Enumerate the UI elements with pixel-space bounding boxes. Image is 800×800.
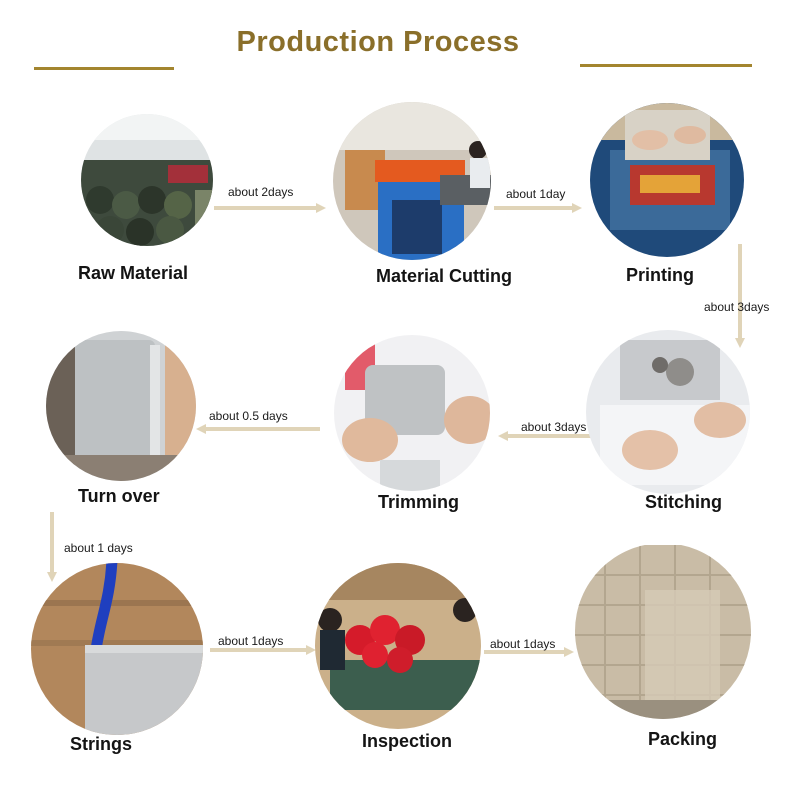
step-label-trimming: Trimming (378, 492, 460, 512)
raw-material-photo (81, 114, 213, 246)
duration-trimming-to-turnover: about 0.5 days (209, 409, 288, 423)
stitching-photo (586, 330, 750, 494)
step-label-packing: Packing (648, 729, 718, 749)
material-cutting-photo (333, 102, 491, 260)
step-label-material-cutting: Material Cutting (376, 266, 513, 286)
inspection-photo (315, 563, 481, 729)
step-label-strings: Strings (70, 734, 133, 754)
packing-photo (575, 545, 751, 719)
turn-over-photo (46, 331, 196, 481)
duration-turnover-to-strings: about 1 days (64, 541, 133, 555)
step-label-stitching: Stitching (645, 492, 722, 512)
duration-cutting-to-printing: about 1day (506, 187, 566, 201)
title-rule-right (580, 64, 752, 67)
page-title: Production Process (236, 26, 520, 58)
duration-inspection-to-packing: about 1days (490, 637, 556, 651)
step-label-printing: Printing (626, 265, 694, 285)
duration-strings-to-inspection: about 1days (218, 634, 284, 648)
duration-stitching-to-trimming: about 3days (521, 420, 587, 434)
duration-raw-to-cutting: about 2days (228, 185, 294, 199)
printing-photo (590, 103, 744, 257)
duration-printing-to-stitching: about 3days (704, 300, 770, 314)
title-rule-left (34, 67, 174, 70)
step-label-raw-material: Raw Material (78, 263, 189, 283)
step-label-inspection: Inspection (362, 731, 453, 751)
trimming-photo (334, 335, 490, 491)
step-label-turn-over: Turn over (78, 486, 160, 506)
strings-photo (31, 563, 203, 735)
